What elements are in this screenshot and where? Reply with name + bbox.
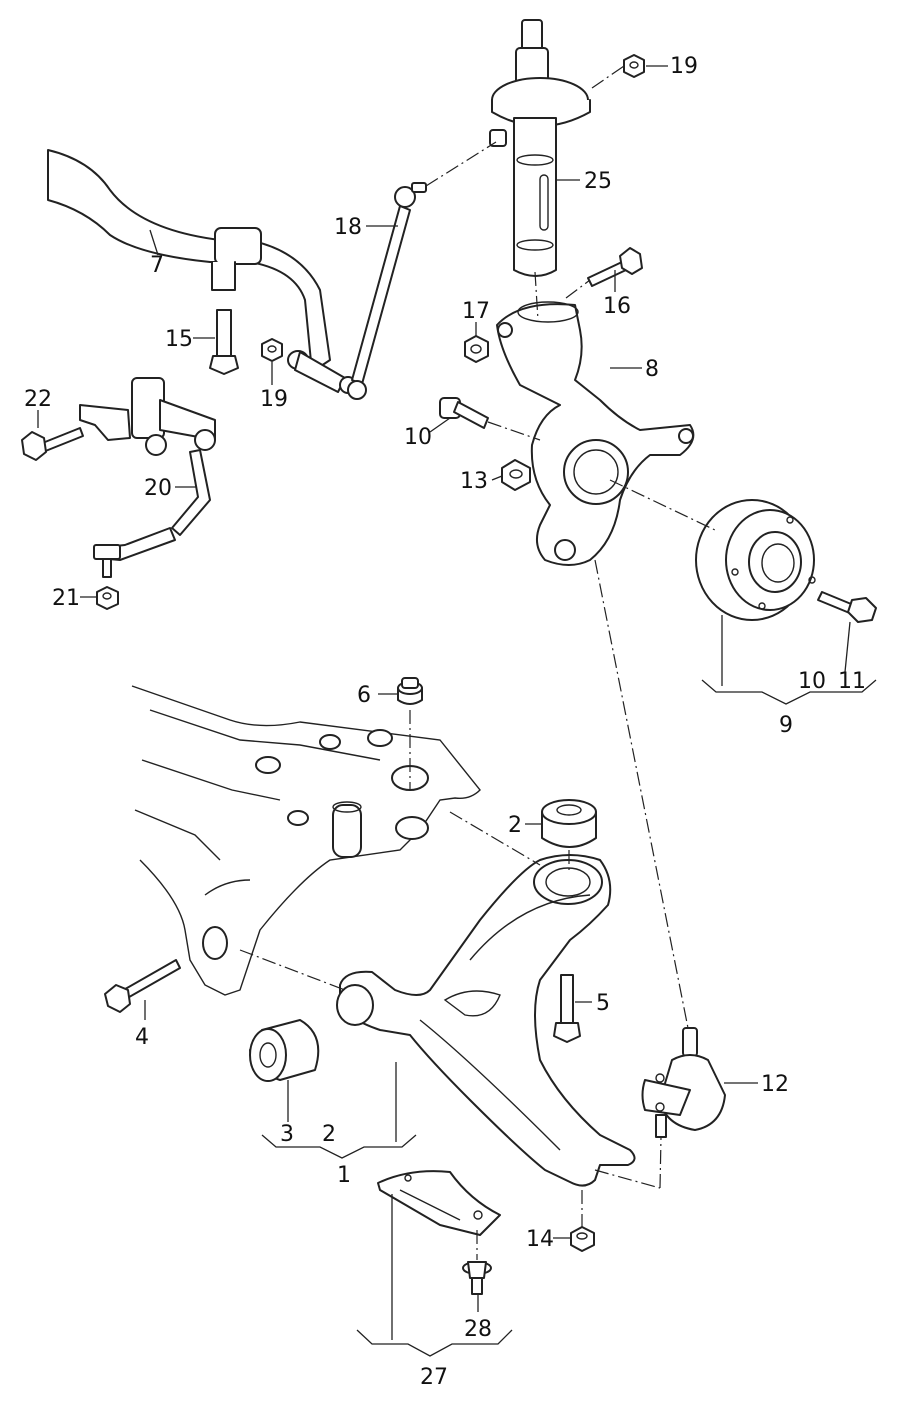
stabilizer-bar bbox=[47, 149, 357, 394]
callout-9: 9 bbox=[779, 713, 793, 738]
nut-17 bbox=[464, 335, 489, 363]
callout-labels: 19 25 18 7 15 19 16 17 8 10 13 22 20 21 … bbox=[24, 54, 866, 1390]
assembly-lines bbox=[239, 65, 716, 1260]
nut-14 bbox=[570, 1226, 595, 1252]
bolt-10-upper bbox=[439, 397, 489, 429]
callout-13: 13 bbox=[460, 469, 488, 494]
callout-8: 8 bbox=[645, 357, 659, 382]
control-arm bbox=[336, 854, 636, 1187]
clip-28 bbox=[462, 1261, 492, 1295]
bolt-16 bbox=[587, 247, 643, 287]
bolt-11 bbox=[817, 591, 877, 623]
callout-20: 20 bbox=[144, 476, 172, 501]
callout-14: 14 bbox=[526, 1227, 554, 1252]
callout-2-upper: 2 bbox=[508, 813, 522, 838]
callout-19-upper: 19 bbox=[670, 54, 698, 79]
callout-12: 12 bbox=[761, 1072, 789, 1097]
nut-19-lower bbox=[261, 338, 283, 362]
bushing-2-upper bbox=[541, 799, 597, 848]
callout-4: 4 bbox=[135, 1025, 149, 1050]
bolt-5 bbox=[553, 974, 581, 1043]
callout-6: 6 bbox=[357, 683, 371, 708]
nut-19-upper bbox=[623, 54, 645, 78]
subframe bbox=[131, 685, 481, 996]
callout-19-lower: 19 bbox=[260, 387, 288, 412]
callout-7: 7 bbox=[150, 253, 164, 278]
nut-13 bbox=[501, 459, 531, 491]
brackets bbox=[261, 679, 877, 1357]
nut-6 bbox=[397, 677, 423, 705]
callout-3: 3 bbox=[280, 1122, 294, 1147]
bolt-15 bbox=[209, 309, 239, 375]
callout-1: 1 bbox=[337, 1163, 351, 1188]
callout-10-upper: 10 bbox=[404, 425, 432, 450]
callout-15: 15 bbox=[165, 327, 193, 352]
callout-16: 16 bbox=[603, 294, 631, 319]
bushing-2-lower bbox=[249, 1019, 320, 1082]
callout-21: 21 bbox=[52, 586, 80, 611]
callout-25: 25 bbox=[584, 169, 612, 194]
bolt-4 bbox=[104, 959, 181, 1013]
ball-joint bbox=[641, 1027, 726, 1138]
bolt-22 bbox=[21, 427, 84, 461]
wheel-hub bbox=[695, 499, 816, 621]
callout-5: 5 bbox=[596, 991, 610, 1016]
level-sensor bbox=[79, 377, 216, 578]
nut-21 bbox=[96, 586, 119, 610]
callout-11: 11 bbox=[838, 669, 866, 694]
callout-10-lower: 10 bbox=[798, 669, 826, 694]
callout-27: 27 bbox=[420, 1365, 448, 1390]
steering-knuckle bbox=[496, 301, 695, 566]
callout-22: 22 bbox=[24, 387, 52, 412]
strut-assembly bbox=[489, 19, 591, 277]
callout-17: 17 bbox=[462, 299, 490, 324]
underbody-guard bbox=[377, 1170, 501, 1236]
coupling-rod bbox=[347, 182, 427, 400]
callout-2-lower: 2 bbox=[322, 1122, 336, 1147]
callout-18: 18 bbox=[334, 215, 362, 240]
callout-28: 28 bbox=[464, 1317, 492, 1342]
leader-lines bbox=[37, 65, 851, 1312]
